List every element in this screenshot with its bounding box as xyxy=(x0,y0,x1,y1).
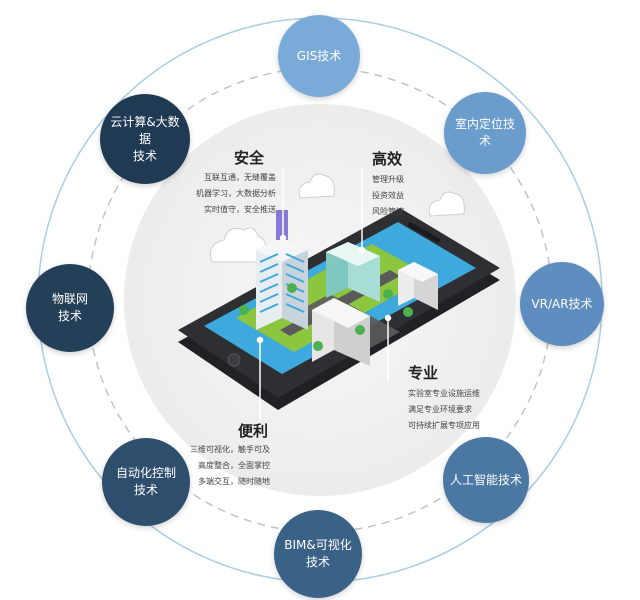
node-label: 室内定位技术 xyxy=(454,117,515,148)
node-automation-control: 自动化控制 技术 xyxy=(102,438,190,526)
building-white xyxy=(312,298,370,366)
feature-line: 多端交互，随时随地 xyxy=(198,477,270,486)
node-label: BIM&可视化 技术 xyxy=(284,538,352,569)
node-gis: GIS技术 xyxy=(278,15,360,97)
feature-text-convenience: 三维可视化，触手可及 高度整合，全面掌控 多端交互，随时随地 xyxy=(172,442,270,490)
building-small xyxy=(398,262,438,310)
feature-title-convenience: 便利 xyxy=(238,422,269,440)
feature-line: 机器学习，大数据分析 xyxy=(196,189,276,198)
node-ai: 人工智能技术 xyxy=(443,437,529,523)
feature-line: 高度整合，全面掌控 xyxy=(198,461,270,470)
feature-text-efficiency: 管理升级 投资效益 风险管控 xyxy=(372,172,404,220)
feature-line: 实时值守，安全推送 xyxy=(204,205,276,214)
building-green xyxy=(326,242,380,302)
feature-line: 实验室专业设施运维 xyxy=(408,389,480,398)
home-button-icon xyxy=(227,353,241,367)
node-label: 物联网 技术 xyxy=(51,292,88,323)
feature-line: 风险管控 xyxy=(372,207,404,216)
tree-icon xyxy=(239,283,413,351)
feature-text-safety: 互联互通，无缝覆盖 机器学习，大数据分析 实时值守，安全推送 xyxy=(178,170,276,218)
feature-line: 投资效益 xyxy=(372,191,404,200)
speaker-icon xyxy=(407,222,440,243)
feature-line: 可持续扩展专项应用 xyxy=(408,421,480,430)
node-label: GIS技术 xyxy=(296,48,342,63)
feature-title-efficiency: 高效 xyxy=(372,150,403,168)
node-label: 自动化控制 技术 xyxy=(115,466,176,497)
node-label: VR/AR技术 xyxy=(531,296,593,311)
node-indoor-positioning: 室内定位技术 xyxy=(444,92,526,174)
feature-title-professional: 专业 xyxy=(408,364,439,382)
node-iot: 物联网 技术 xyxy=(26,264,114,352)
cloud-icon xyxy=(210,227,267,263)
feature-line: 管理升级 xyxy=(372,175,404,184)
node-vr-ar: VR/AR技术 xyxy=(520,262,604,346)
feature-text-professional: 实验室专业设施运维 满足专业环境要求 可持续扩展专项应用 xyxy=(408,386,480,434)
node-label: 人工智能技术 xyxy=(449,472,522,487)
node-cloud-bigdata: 云计算&大数据 技术 xyxy=(100,94,190,184)
cloud-icon xyxy=(428,191,465,217)
node-bim-visualization: BIM&可视化 技术 xyxy=(274,510,362,598)
node-label: 云计算&大数据 技术 xyxy=(110,114,180,163)
feature-title-safety: 安全 xyxy=(234,149,265,167)
cloud-icon xyxy=(298,173,335,199)
feature-line: 互联互通，无缝覆盖 xyxy=(204,173,276,182)
feature-line: 三维可视化，触手可及 xyxy=(190,445,270,454)
feature-line: 满足专业环境要求 xyxy=(408,405,472,414)
